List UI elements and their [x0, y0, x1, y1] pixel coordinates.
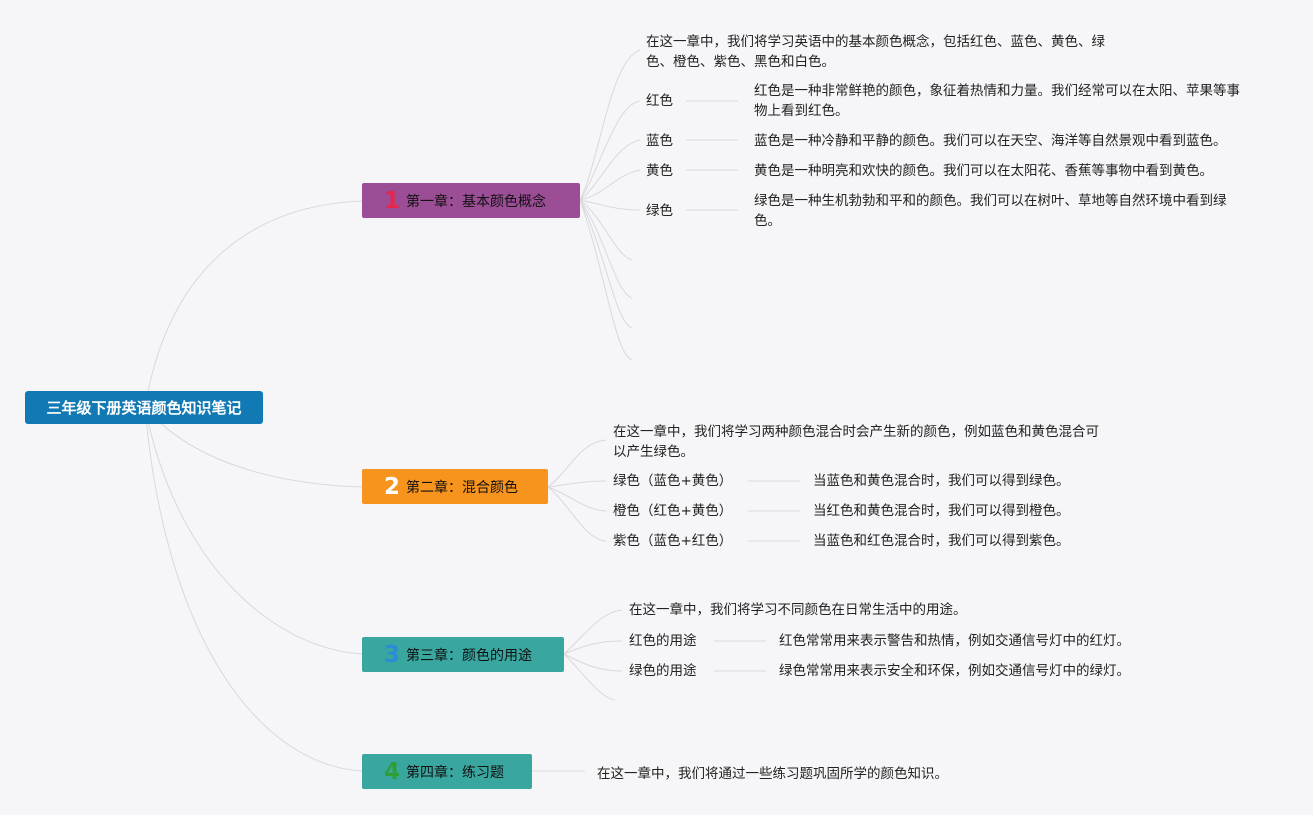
chapter-4-intro[interactable]: 在这一章中，我们将通过一些练习题巩固所学的颜色知识。: [597, 766, 948, 782]
chapter-1-item-green[interactable]: 绿色: [646, 203, 673, 219]
chapter-1-intro[interactable]: 在这一章中，我们将学习英语中的基本颜色概念，包括红色、蓝色、黄色、绿色、橙色、紫…: [646, 34, 1105, 70]
chapter-2-intro[interactable]: 在这一章中，我们将学习两种颜色混合时会产生新的颜色，例如蓝色和黄色混合可以产生绿…: [613, 424, 1099, 460]
chapter-3-detail-red[interactable]: 红色常常用来表示警告和热情，例如交通信号灯中的红灯。: [779, 633, 1130, 649]
root-topic[interactable]: 三年级下册英语颜色知识笔记: [25, 391, 263, 424]
chapter-1-item-yellow[interactable]: 黄色: [646, 163, 673, 179]
number-3-icon: 3: [383, 641, 400, 668]
chapter-1-title: 第一章：基本颜色概念: [406, 193, 546, 210]
number-2-icon: 2: [383, 473, 400, 500]
root-topic-label: 三年级下册英语颜色知识笔记: [46, 399, 242, 417]
chapter-3-item-red[interactable]: 红色的用途: [629, 633, 697, 649]
chapter-1-detail-red[interactable]: 红色是一种非常鲜艳的颜色，象征着热情和力量。我们经常可以在太阳、苹果等事物上看到…: [754, 83, 1240, 119]
chapter-2-topic[interactable]: 2 第二章：混合颜色: [362, 469, 548, 504]
chapter-1-detail-green[interactable]: 绿色是一种生机勃勃和平和的颜色。我们可以在树叶、草地等自然环境中看到绿色。: [754, 193, 1227, 229]
chapter-1-detail-yellow[interactable]: 黄色是一种明亮和欢快的颜色。我们可以在太阳花、香蕉等事物中看到黄色。: [754, 163, 1213, 179]
chapter-3-topic[interactable]: 3 第三章：颜色的用途: [362, 637, 564, 672]
chapter-1-item-blue[interactable]: 蓝色: [646, 133, 673, 149]
chapter-3-item-green[interactable]: 绿色的用途: [629, 663, 697, 679]
number-1-icon: 1: [383, 187, 400, 214]
chapter-2-detail-green[interactable]: 当蓝色和黄色混合时，我们可以得到绿色。: [813, 473, 1070, 489]
chapter-1-item-red[interactable]: 红色: [646, 93, 673, 109]
chapter-4-topic[interactable]: 4 第四章：练习题: [362, 754, 532, 789]
chapter-2-item-purple[interactable]: 紫色（蓝色+红色）: [613, 533, 733, 549]
chapter-2-detail-purple[interactable]: 当蓝色和红色混合时，我们可以得到紫色。: [813, 533, 1070, 549]
chapter-3-intro[interactable]: 在这一章中，我们将学习不同颜色在日常生活中的用途。: [629, 602, 967, 618]
chapter-1-detail-blue[interactable]: 蓝色是一种冷静和平静的颜色。我们可以在天空、海洋等自然景观中看到蓝色。: [754, 133, 1227, 149]
chapter-1-topic[interactable]: 1 第一章：基本颜色概念: [362, 183, 580, 218]
chapter-2-item-green[interactable]: 绿色（蓝色+黄色）: [613, 473, 733, 489]
chapter-3-detail-green[interactable]: 绿色常常用来表示安全和环保，例如交通信号灯中的绿灯。: [779, 663, 1130, 679]
chapter-2-detail-orange[interactable]: 当红色和黄色混合时，我们可以得到橙色。: [813, 503, 1070, 519]
chapter-2-title: 第二章：混合颜色: [406, 479, 518, 496]
chapter-3-title: 第三章：颜色的用途: [406, 647, 532, 664]
chapter-2-item-orange[interactable]: 橙色（红色+黄色）: [613, 503, 733, 519]
chapter-4-title: 第四章：练习题: [406, 764, 504, 781]
number-4-icon: 4: [383, 758, 400, 785]
